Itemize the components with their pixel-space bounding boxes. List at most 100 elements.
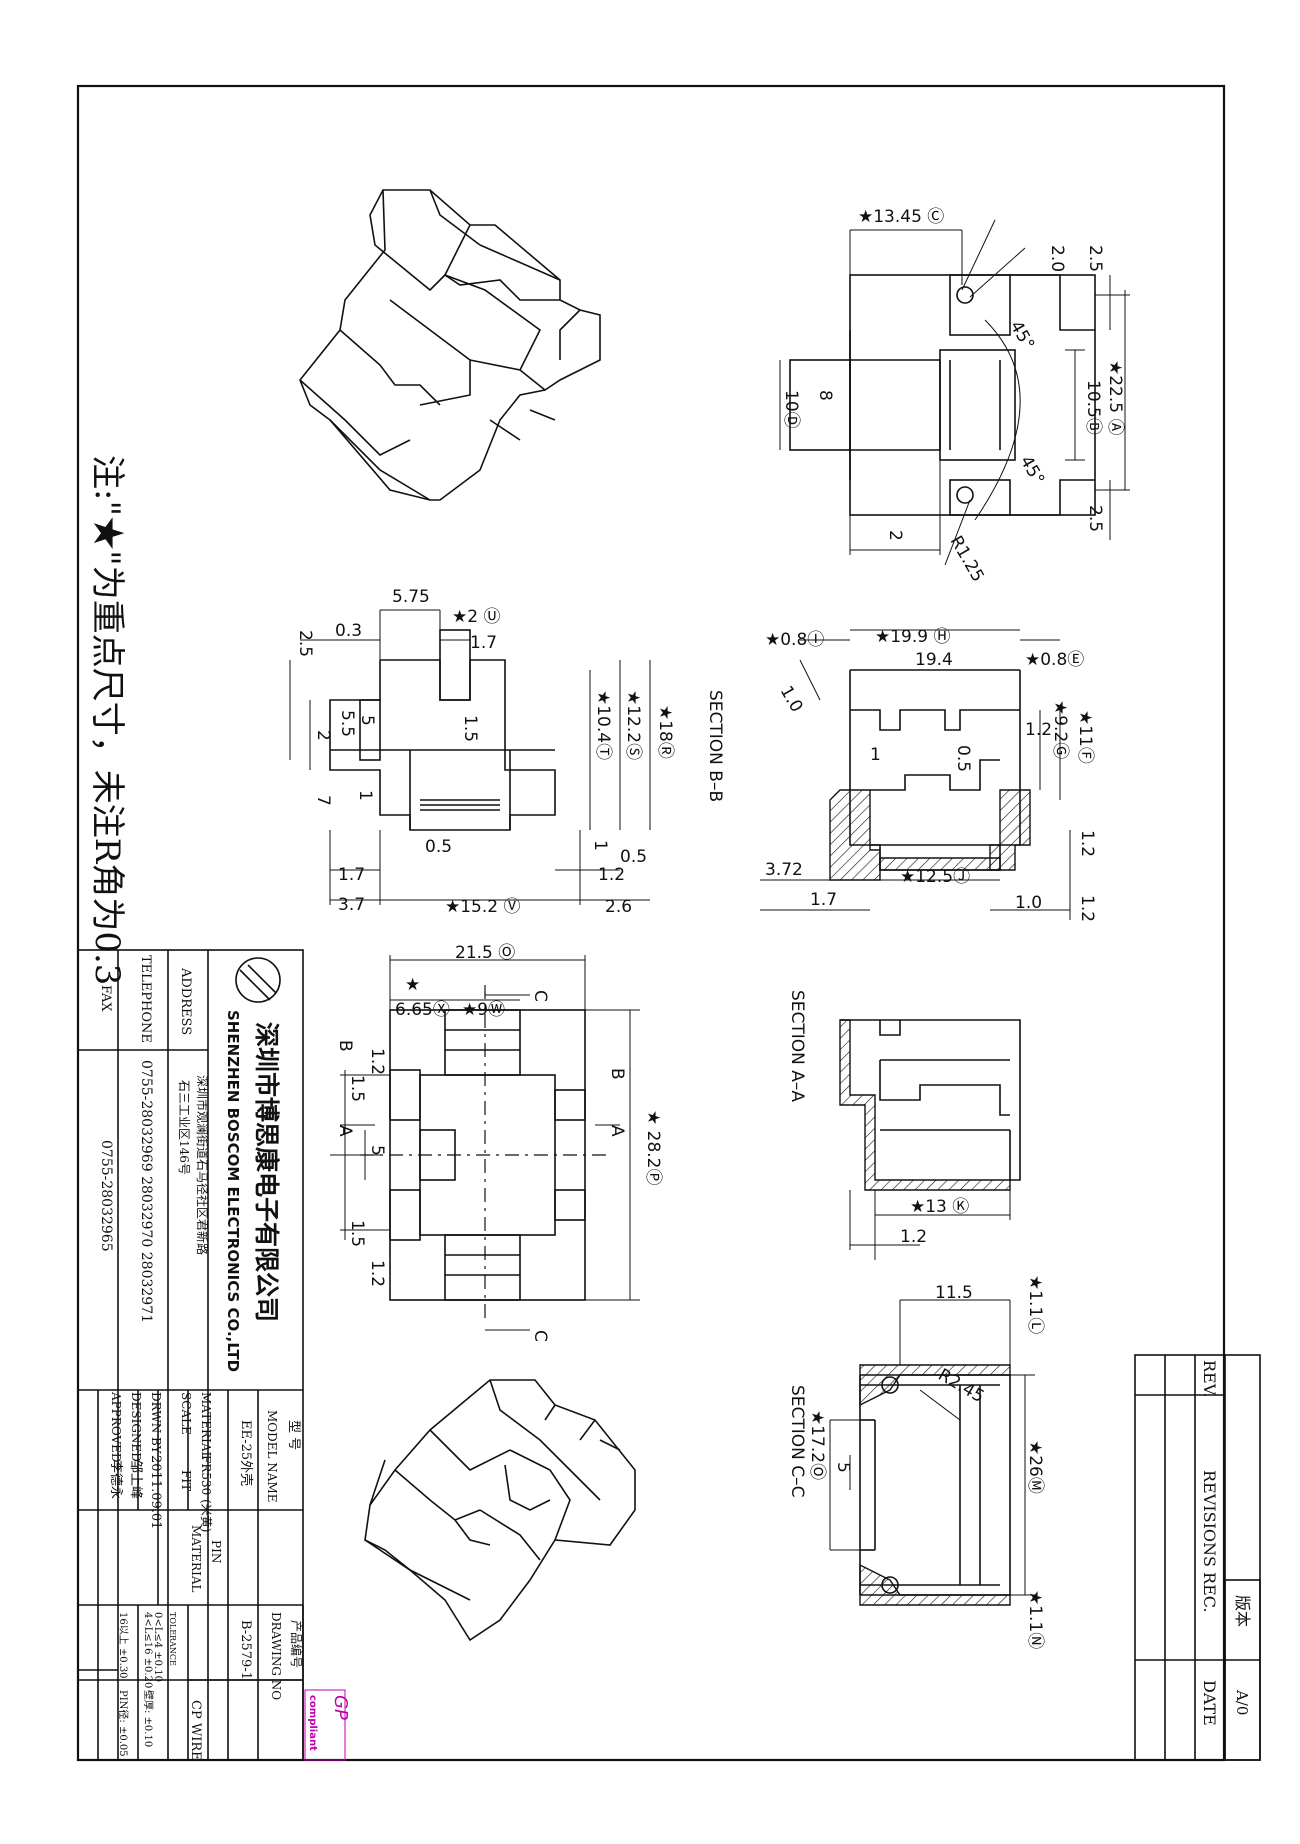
tol-wall: 壁厚: ±0.10 bbox=[142, 1690, 155, 1747]
svg-text:A: A bbox=[607, 1125, 627, 1137]
tol-line2: 4<L≤16 ±0.20 bbox=[142, 1612, 153, 1688]
drawing-label-cn: 产品编号 bbox=[289, 1620, 304, 1668]
svg-text:1.2: 1.2 bbox=[367, 1048, 387, 1075]
scale-label: SCALE bbox=[179, 1392, 193, 1435]
bb-wall-right bbox=[989, 789, 1031, 871]
svg-text:★13 Ⓚ: ★13 Ⓚ bbox=[910, 1197, 969, 1217]
svg-text:1.2: 1.2 bbox=[367, 1260, 387, 1287]
isometric-view-bottom bbox=[364, 1379, 636, 1642]
model-label-cn: 型 号 bbox=[286, 1420, 301, 1450]
model-label-en: MODEL NAME bbox=[265, 1410, 279, 1503]
svg-text:★19.9 Ⓗ: ★19.9 Ⓗ bbox=[875, 627, 951, 647]
note-text: 注:"★"为重点尺寸，未注R角为0.3 bbox=[87, 455, 127, 985]
svg-text:★10.4Ⓣ: ★10.4Ⓣ bbox=[593, 690, 613, 760]
sheet-border bbox=[76, 84, 1226, 1762]
revisions-label: REVISIONS REC. bbox=[1200, 1470, 1219, 1613]
approved-label: APPROVED bbox=[109, 1391, 123, 1463]
svg-text:★: ★ bbox=[405, 975, 420, 995]
svg-text:★9Ⓦ: ★9Ⓦ bbox=[462, 1000, 505, 1020]
svg-text:5.5: 5.5 bbox=[337, 710, 357, 737]
svg-text:★9.2Ⓖ: ★9.2Ⓖ bbox=[1050, 700, 1070, 759]
svg-text:1.5: 1.5 bbox=[347, 1220, 367, 1247]
svg-text:SECTION A–A: SECTION A–A bbox=[787, 990, 807, 1102]
bottom-view: 21.5 Ⓞ ★ 6.65Ⓧ ★9Ⓦ C B 1.2 1.5 A 5 1.5 1… bbox=[330, 943, 663, 1342]
isometric-view-top bbox=[299, 189, 601, 501]
company-name-en: SHENZHEN BOSCOM ELECTRONICS CO.,LTD bbox=[224, 1010, 242, 1372]
tol-pin: PIN径: ±0.05 bbox=[117, 1690, 130, 1757]
svg-text:5.75: 5.75 bbox=[392, 587, 430, 607]
svg-text:5: 5 bbox=[833, 1462, 853, 1473]
svg-text:A: A bbox=[335, 1125, 355, 1137]
svg-text:★22.5 Ⓐ: ★22.5 Ⓐ bbox=[1105, 360, 1125, 436]
section-aa: SECTION A–A ★13 Ⓚ 1.2 bbox=[787, 990, 1021, 1260]
svg-text:7: 7 bbox=[313, 795, 333, 806]
designed-value: 邹上峰 bbox=[128, 1460, 144, 1499]
pin-label: PIN bbox=[209, 1540, 223, 1563]
material-label: MATERIAL bbox=[199, 1392, 213, 1460]
svg-text:45°: 45° bbox=[1016, 453, 1048, 489]
svg-text:5: 5 bbox=[357, 715, 377, 726]
svg-text:1.0: 1.0 bbox=[776, 683, 807, 716]
svg-text:3.7: 3.7 bbox=[338, 895, 365, 915]
svg-text:1: 1 bbox=[355, 790, 375, 801]
svg-text:1.5: 1.5 bbox=[460, 715, 480, 742]
svg-text:B: B bbox=[607, 1068, 627, 1080]
pin-material-label: MATERIAL bbox=[189, 1525, 203, 1593]
section-bb: SECTION B–B ★0.8Ⓘ ★19.9 Ⓗ ★0.8Ⓔ 19.4 bbox=[705, 627, 1097, 922]
svg-text:★12.2Ⓢ: ★12.2Ⓢ bbox=[623, 690, 643, 760]
svg-text:2.5: 2.5 bbox=[1085, 505, 1105, 532]
drwn-label: DRWN BY bbox=[149, 1392, 163, 1455]
approved-value: 李德永 bbox=[108, 1460, 123, 1499]
svg-text:★12.5Ⓙ: ★12.5Ⓙ bbox=[900, 867, 970, 887]
svg-text:10Ⓓ: 10Ⓓ bbox=[781, 390, 801, 429]
tolerance-label: TOLERANCE bbox=[168, 1612, 177, 1666]
svg-text:1.5: 1.5 bbox=[347, 1075, 367, 1102]
svg-text:10.5Ⓑ: 10.5Ⓑ bbox=[1083, 380, 1103, 435]
svg-text:compliant: compliant bbox=[307, 1695, 318, 1751]
svg-text:C: C bbox=[530, 990, 550, 1002]
svg-text:R1.25: R1.25 bbox=[946, 533, 988, 586]
svg-text:2.6: 2.6 bbox=[605, 897, 632, 917]
svg-text:★1.1Ⓛ: ★1.1Ⓛ bbox=[1025, 1275, 1045, 1334]
svg-text:5: 5 bbox=[367, 1145, 387, 1156]
svg-text:★ 28.2Ⓟ: ★ 28.2Ⓟ bbox=[643, 1110, 663, 1186]
svg-text:★17.2Ⓞ: ★17.2Ⓞ bbox=[807, 1410, 827, 1480]
svg-text:★11Ⓕ: ★11Ⓕ bbox=[1075, 710, 1095, 764]
drawing-label-en: DRAWING NO bbox=[269, 1612, 283, 1700]
address-line2: 石三工业区146号 bbox=[177, 1080, 191, 1175]
svg-text:1.2: 1.2 bbox=[598, 865, 625, 885]
svg-text:★18Ⓡ: ★18Ⓡ bbox=[655, 705, 675, 759]
address-line1: 深圳市观澜街道石马径社区君新路 bbox=[195, 1075, 210, 1255]
svg-text:GP: GP bbox=[330, 1695, 351, 1720]
svg-text:1.2: 1.2 bbox=[900, 1227, 927, 1247]
drawing-value: B-2579-1 bbox=[238, 1620, 253, 1680]
svg-text:1.7: 1.7 bbox=[338, 865, 365, 885]
svg-text:C: C bbox=[530, 1330, 550, 1342]
section-cc: SECTION C–C bbox=[787, 1275, 1045, 1649]
pin-material-value: CP WIRE bbox=[188, 1700, 203, 1761]
svg-text:21.5 Ⓞ: 21.5 Ⓞ bbox=[455, 943, 515, 963]
designed-label: DESIGNED bbox=[129, 1392, 143, 1462]
svg-text:1: 1 bbox=[870, 745, 881, 765]
material-value: FR530 (米黄) bbox=[199, 1455, 213, 1532]
company-logo bbox=[235, 957, 281, 1003]
svg-text:0.5: 0.5 bbox=[425, 837, 452, 857]
svg-text:2.5: 2.5 bbox=[1085, 245, 1105, 272]
gp-compliant-logo: GP compliant bbox=[304, 1689, 351, 1761]
svg-text:2.0: 2.0 bbox=[1047, 245, 1067, 272]
svg-text:19.4: 19.4 bbox=[915, 650, 953, 670]
aa-wall bbox=[839, 1019, 1011, 1191]
top-view: ★13.45 Ⓒ 2.0 2.5 ★22.5 Ⓐ 10.5Ⓑ 8 10Ⓓ 45°… bbox=[779, 207, 1130, 586]
svg-text:★0.8Ⓘ: ★0.8Ⓘ bbox=[765, 630, 824, 650]
company-name-cn: 深圳市博思康电子有限公司 bbox=[252, 1022, 281, 1322]
svg-text:★2 Ⓤ: ★2 Ⓤ bbox=[452, 607, 500, 627]
svg-text:2: 2 bbox=[885, 530, 905, 541]
svg-text:0.5: 0.5 bbox=[620, 847, 647, 867]
title-block: 深圳市博思康电子有限公司 SHENZHEN BOSCOM ELECTRONICS… bbox=[77, 949, 351, 1761]
version-label: 版本 bbox=[1233, 1595, 1252, 1627]
svg-text:★15.2 Ⓥ: ★15.2 Ⓥ bbox=[445, 897, 521, 917]
drwn-value: 2011.09.01 bbox=[148, 1455, 163, 1529]
svg-text:3.72: 3.72 bbox=[765, 860, 803, 880]
bb-wall-left bbox=[829, 789, 881, 881]
tol-line3: 16以上 ±0.30 bbox=[117, 1612, 129, 1679]
